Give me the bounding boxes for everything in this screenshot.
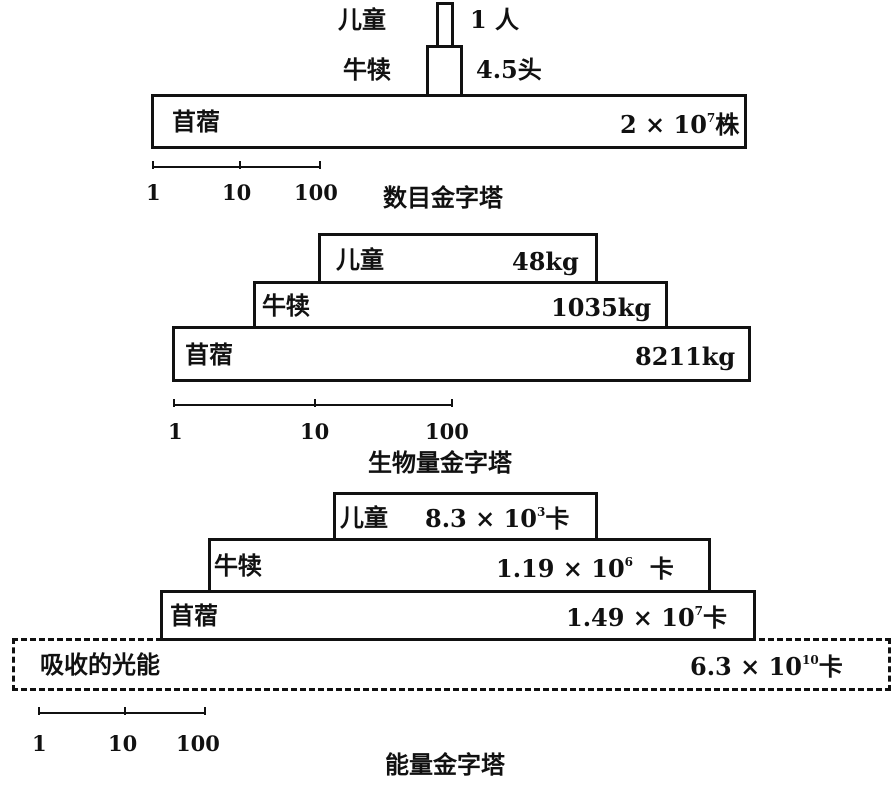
scale-tick <box>451 399 453 407</box>
number-child-value: 1 人 <box>470 5 520 34</box>
value-unit: 卡 <box>545 504 570 533</box>
energy-child-value: 8.3 × 103卡 <box>425 506 569 531</box>
scale-tick <box>124 707 126 715</box>
value-base: 1.19 × 10 <box>496 554 625 583</box>
number-calf-bar <box>426 45 463 97</box>
value-exponent: 7 <box>694 604 704 618</box>
value-base: 6.3 × 10 <box>690 652 802 681</box>
number-alfalfa-value: 2 × 107株 <box>620 112 739 137</box>
biomass-alfalfa-value: 8211kg <box>635 342 736 371</box>
energy-calf-label: 牛犊 <box>214 551 262 580</box>
value-exponent: 10 <box>801 653 819 667</box>
energy-light-bar <box>12 638 891 691</box>
number-scale-line <box>152 166 321 168</box>
value-base: 2 × 10 <box>620 110 707 139</box>
value-exponent: 7 <box>706 111 716 125</box>
value-base: 1.49 × 10 <box>566 603 695 632</box>
value-base: 8.3 × 10 <box>425 504 537 533</box>
scale-label: 100 <box>176 731 220 756</box>
biomass-child-value: 48kg <box>512 247 579 276</box>
biomass-pyramid-title: 生物量金字塔 <box>368 448 512 477</box>
energy-light-label: 吸收的光能 <box>40 650 160 679</box>
value-unit: 株 <box>715 110 740 139</box>
value-unit: 卡 <box>818 652 843 681</box>
scale-tick <box>319 161 321 169</box>
value-exponent: 6 <box>624 555 634 569</box>
energy-alfalfa-label: 苜蓿 <box>170 601 218 630</box>
scale-label: 1 <box>168 419 183 444</box>
biomass-child-label: 儿童 <box>336 245 384 274</box>
number-child-bar <box>436 2 454 48</box>
biomass-scale-line <box>173 404 453 406</box>
number-calf-value: 4.5头 <box>476 55 542 84</box>
number-alfalfa-label: 苜蓿 <box>172 107 220 136</box>
number-pyramid-title: 数目金字塔 <box>383 183 503 212</box>
energy-child-label: 儿童 <box>340 503 388 532</box>
number-calf-label: 牛犊 <box>343 55 391 84</box>
scale-label: 1 <box>146 180 161 205</box>
energy-alfalfa-value: 1.49 × 107卡 <box>566 605 727 630</box>
scale-label: 10 <box>108 731 138 756</box>
scale-tick <box>204 707 206 715</box>
scale-label: 10 <box>222 180 252 205</box>
biomass-alfalfa-bar <box>172 326 751 382</box>
number-child-label: 儿童 <box>338 5 386 34</box>
scale-label: 1 <box>32 731 47 756</box>
scale-tick <box>314 399 316 407</box>
scale-tick <box>173 399 175 407</box>
biomass-calf-value: 1035kg <box>551 293 652 322</box>
scale-label: 100 <box>294 180 338 205</box>
value-exponent: 3 <box>536 505 546 519</box>
energy-calf-bar <box>208 538 711 593</box>
biomass-alfalfa-label: 苜蓿 <box>185 340 233 369</box>
energy-scale-line <box>38 712 206 714</box>
energy-calf-value: 1.19 × 106 卡 <box>496 556 674 581</box>
value-unit: 卡 <box>649 554 674 583</box>
scale-label: 10 <box>300 419 330 444</box>
scale-tick <box>38 707 40 715</box>
energy-pyramid-title: 能量金字塔 <box>385 750 505 779</box>
scale-tick <box>239 161 241 169</box>
scale-tick <box>152 161 154 169</box>
number-alfalfa-bar <box>151 94 747 149</box>
scale-label: 100 <box>425 419 469 444</box>
biomass-calf-label: 牛犊 <box>262 291 310 320</box>
value-unit: 卡 <box>703 603 728 632</box>
energy-light-value: 6.3 × 1010卡 <box>690 654 843 679</box>
